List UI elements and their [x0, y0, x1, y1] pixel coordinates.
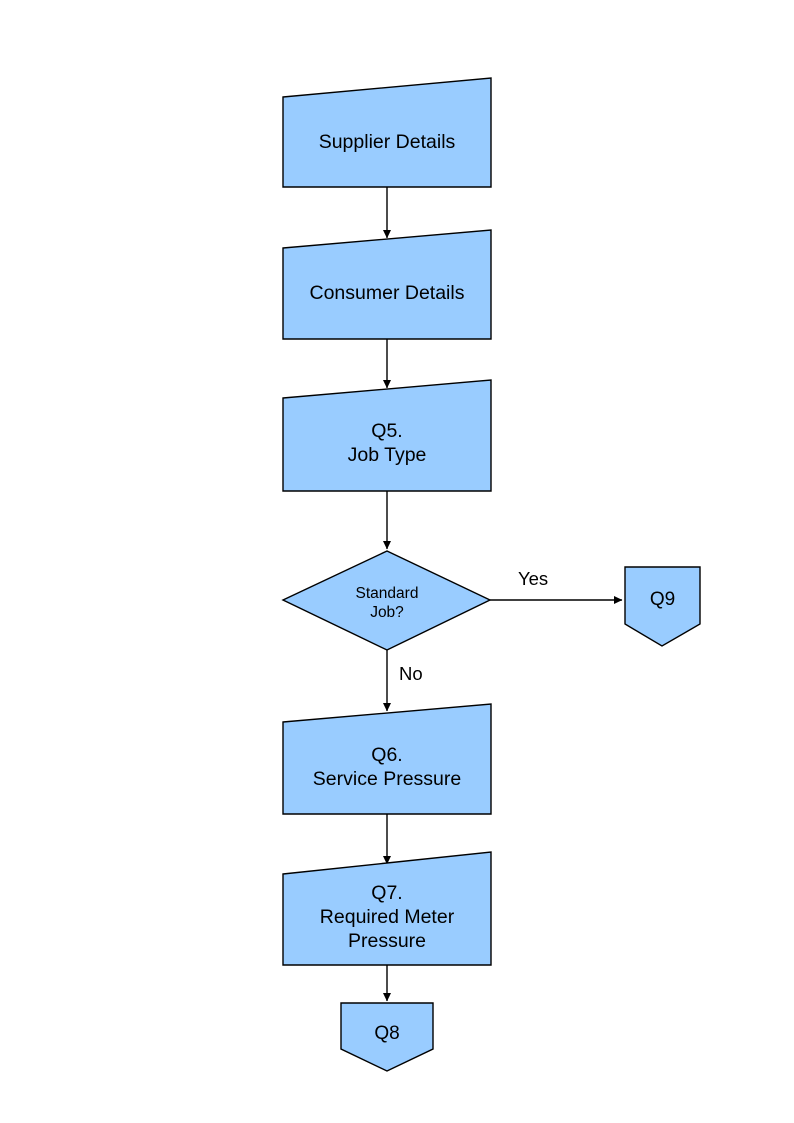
node-supplier-details[interactable] — [282, 77, 492, 188]
node-q9-connector[interactable] — [624, 566, 701, 647]
edge-label-yes: Yes — [518, 568, 549, 589]
node-consumer-details[interactable] — [282, 229, 492, 340]
node-standard-job-decision[interactable] — [281, 550, 492, 651]
node-q6-service-pressure[interactable] — [282, 703, 492, 815]
node-q7-required-meter-pressure[interactable] — [282, 851, 492, 966]
node-q5-job-type[interactable] — [282, 379, 492, 492]
edge-label-no: No — [399, 663, 423, 684]
node-q8-connector[interactable] — [340, 1002, 434, 1072]
